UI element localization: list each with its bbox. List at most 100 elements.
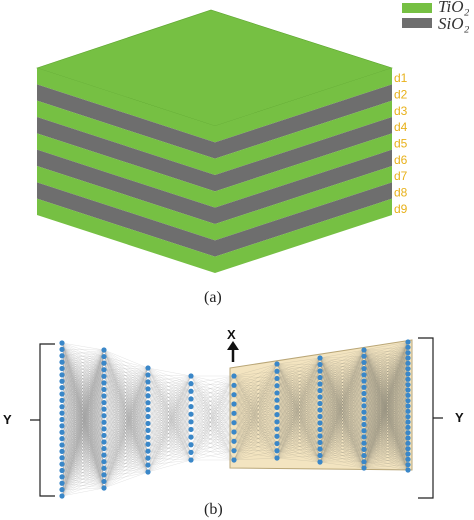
edge xyxy=(147,374,192,415)
right-brace xyxy=(418,337,443,499)
node xyxy=(405,360,411,366)
edge xyxy=(103,389,149,438)
node xyxy=(59,423,65,429)
node-layer-3 xyxy=(188,373,194,463)
edge xyxy=(233,394,278,422)
edge xyxy=(61,363,105,497)
edge xyxy=(147,436,192,452)
edge xyxy=(61,349,105,382)
node xyxy=(231,420,237,426)
edge xyxy=(363,352,409,413)
edge xyxy=(363,347,409,413)
node xyxy=(188,419,194,425)
edge xyxy=(319,349,365,456)
edge xyxy=(103,367,149,390)
edge xyxy=(147,375,192,389)
edge xyxy=(363,347,409,450)
edge xyxy=(103,367,149,443)
edge xyxy=(319,449,365,463)
node xyxy=(59,474,65,480)
edge xyxy=(103,395,149,452)
edge xyxy=(103,356,149,376)
node xyxy=(317,355,323,361)
edge xyxy=(233,421,278,442)
edge xyxy=(319,416,365,444)
edge xyxy=(276,416,321,459)
node xyxy=(405,467,411,473)
node xyxy=(145,462,151,468)
edge xyxy=(363,432,409,469)
node-layer-5 xyxy=(274,361,280,461)
edge xyxy=(276,409,321,415)
edge xyxy=(319,349,365,450)
edge xyxy=(276,390,321,422)
edge xyxy=(363,357,409,406)
edge xyxy=(147,383,192,410)
edge xyxy=(233,375,278,422)
edge xyxy=(147,391,192,424)
edge xyxy=(233,400,278,461)
node xyxy=(405,387,411,393)
edge xyxy=(319,396,365,419)
edge xyxy=(363,368,409,406)
node xyxy=(59,404,65,410)
edge xyxy=(276,383,321,415)
node xyxy=(317,439,323,446)
edge xyxy=(147,398,192,431)
edge xyxy=(103,415,149,466)
edge xyxy=(61,349,105,375)
edge xyxy=(147,436,192,459)
edge xyxy=(103,464,149,475)
edge xyxy=(103,430,149,456)
node xyxy=(59,416,65,423)
edge xyxy=(319,357,365,388)
node-layer-7 xyxy=(361,347,367,471)
edge xyxy=(363,455,409,471)
node xyxy=(59,340,65,346)
edge xyxy=(363,341,409,437)
edge xyxy=(363,341,409,394)
edge xyxy=(190,383,235,433)
node xyxy=(317,387,323,394)
edge xyxy=(276,442,321,459)
edge xyxy=(103,423,149,443)
edge xyxy=(233,421,278,461)
edge xyxy=(363,347,409,406)
edge-group-6 xyxy=(319,349,365,469)
edge xyxy=(319,430,365,463)
edge xyxy=(147,459,192,473)
edge xyxy=(319,422,365,456)
node xyxy=(317,407,323,413)
node xyxy=(405,366,411,372)
edge xyxy=(319,429,365,431)
edge xyxy=(61,342,105,351)
edge xyxy=(103,416,149,436)
edge xyxy=(319,383,365,413)
edge xyxy=(363,341,409,425)
edge xyxy=(103,389,149,403)
edge xyxy=(276,357,321,415)
edge xyxy=(363,384,409,469)
node xyxy=(361,390,367,397)
edge xyxy=(276,357,321,379)
edge xyxy=(363,352,409,363)
edge xyxy=(319,403,365,438)
edge xyxy=(103,409,149,489)
edge xyxy=(103,437,149,456)
node xyxy=(317,452,323,459)
edge xyxy=(319,443,365,450)
edge xyxy=(363,352,409,394)
edge xyxy=(276,448,321,451)
edge xyxy=(319,387,365,463)
node xyxy=(405,430,411,436)
edge xyxy=(363,352,409,357)
edge xyxy=(363,341,409,363)
edge xyxy=(233,378,278,451)
edge xyxy=(276,377,321,451)
edge xyxy=(103,451,149,489)
edge xyxy=(319,357,365,382)
layer-label-d3: d3 xyxy=(394,104,408,118)
edge xyxy=(103,437,149,489)
edge xyxy=(147,374,192,377)
edge xyxy=(103,451,149,469)
